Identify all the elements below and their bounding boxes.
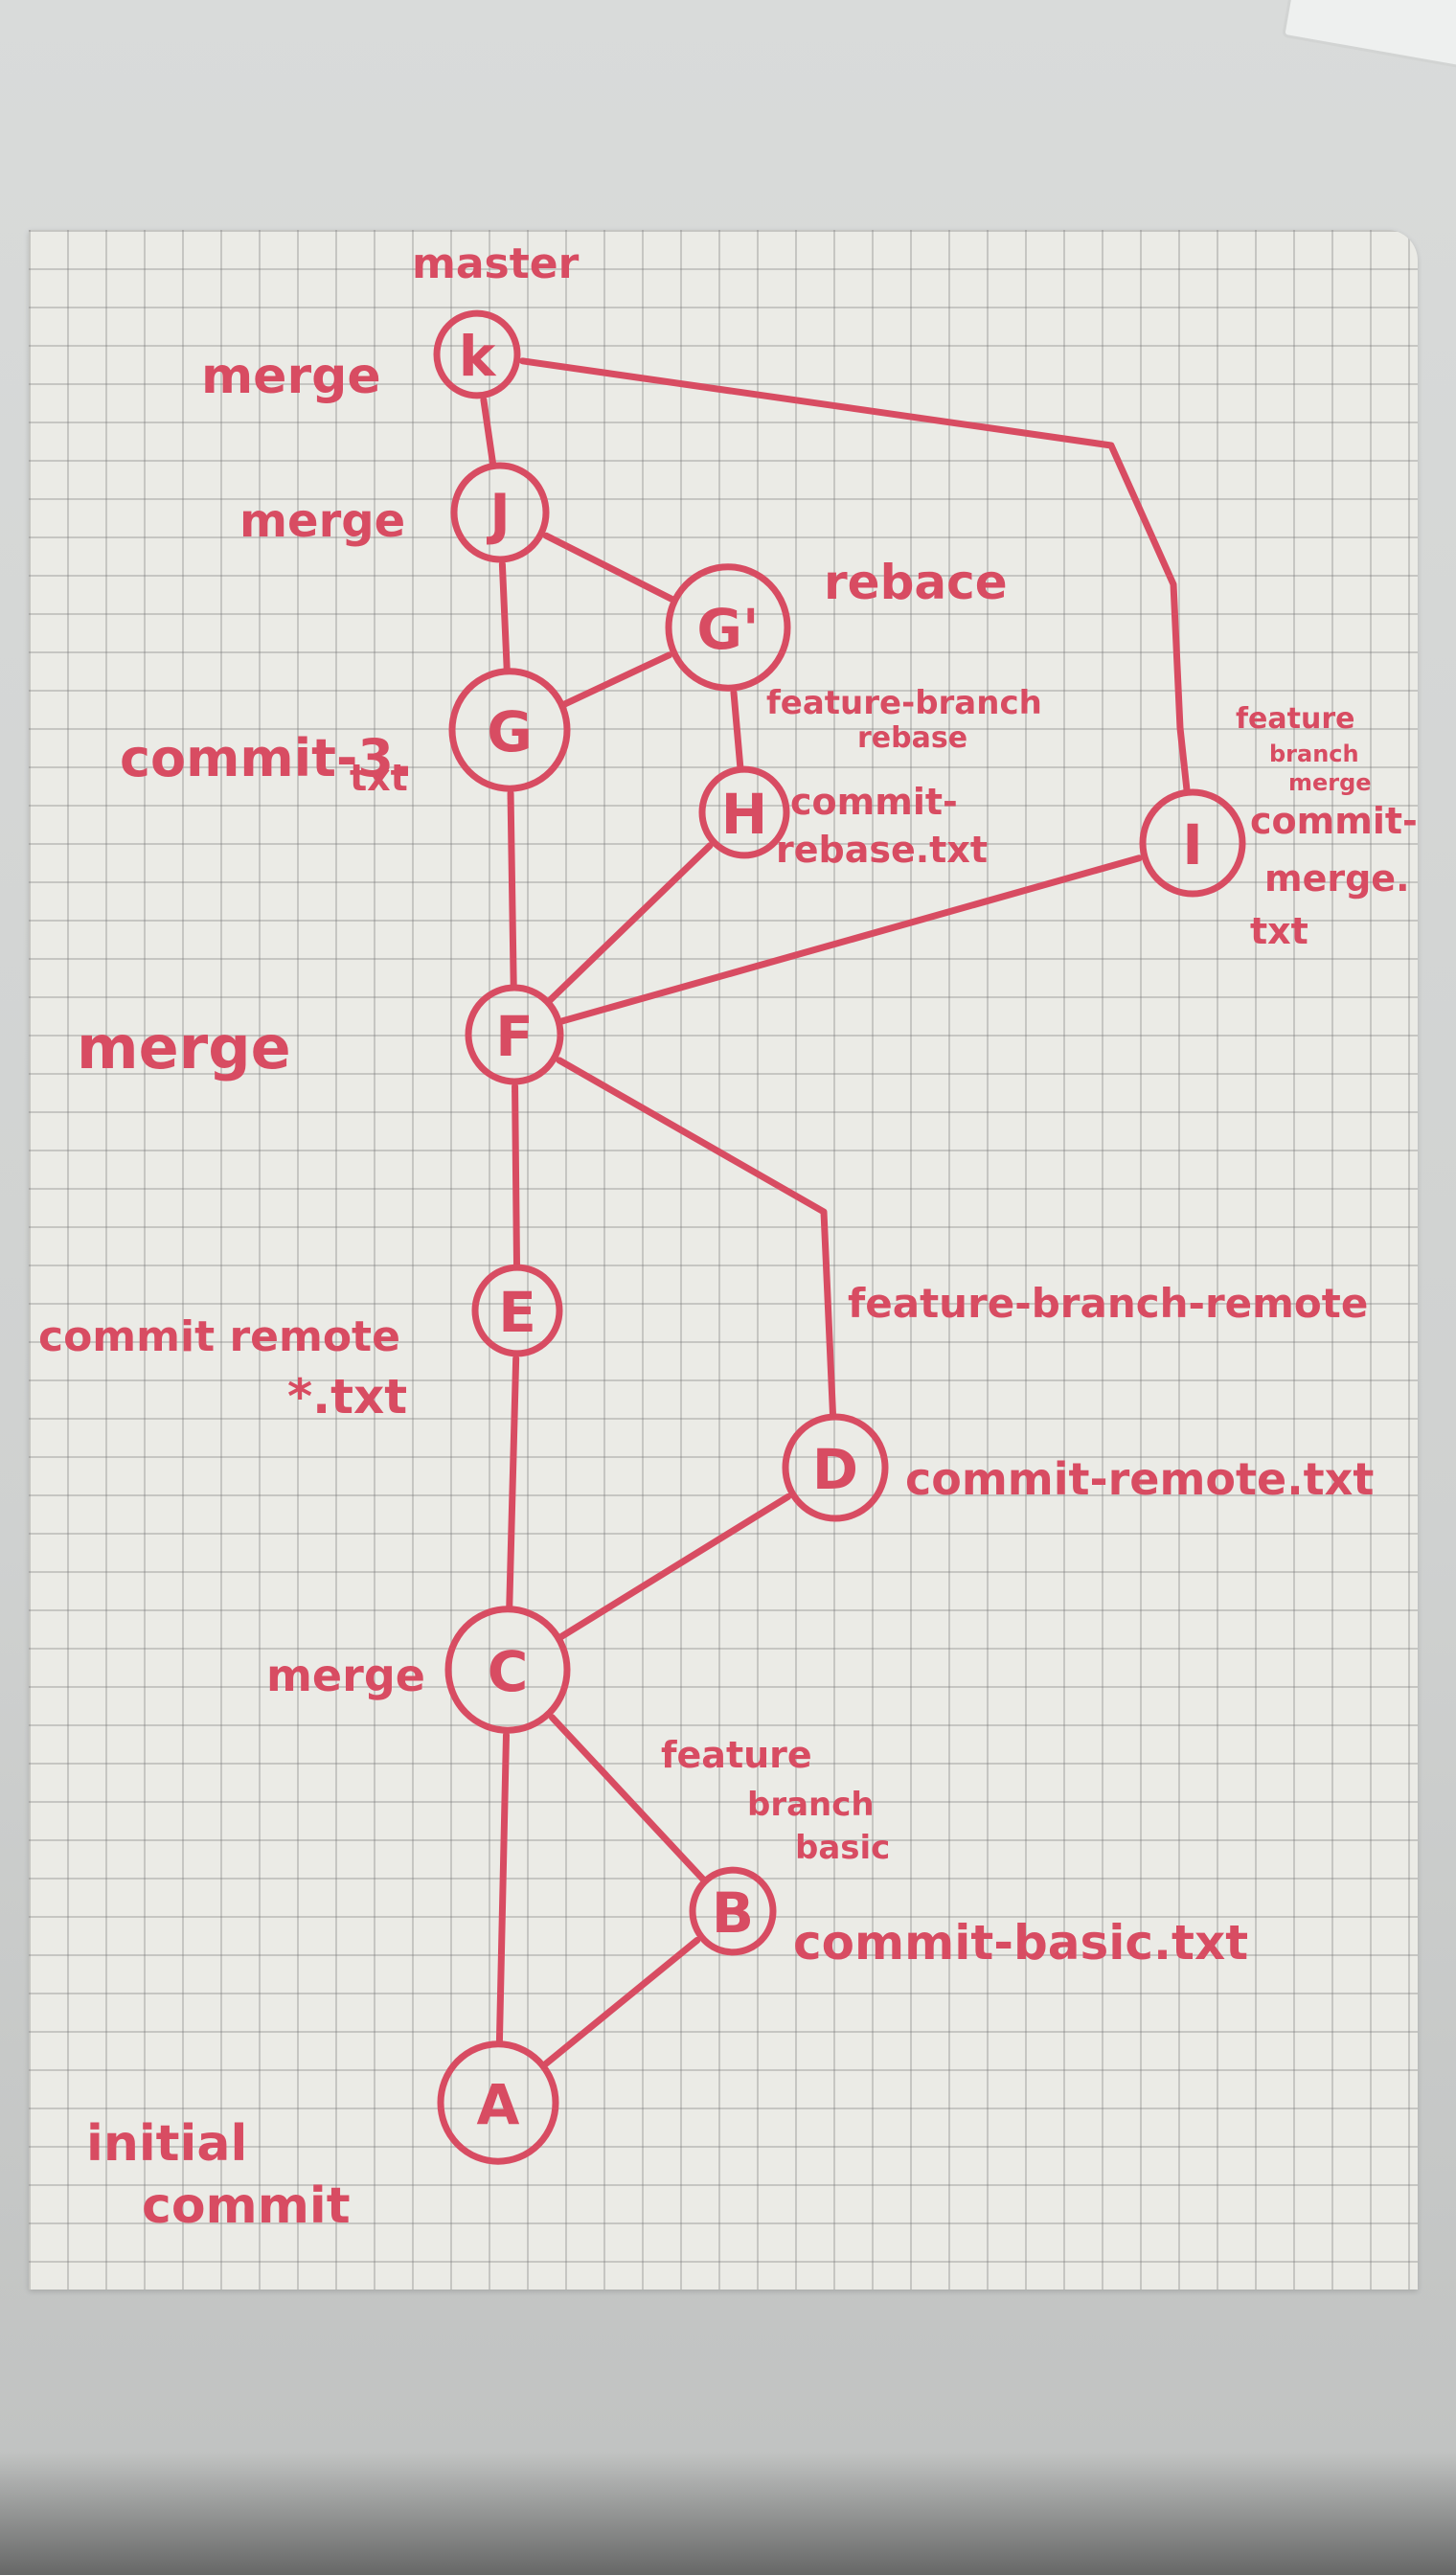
edge-j-to-k bbox=[480, 397, 497, 467]
commit-node-h: H bbox=[698, 765, 790, 859]
label-rebase: rebace bbox=[824, 555, 1008, 610]
label-initial-line1: initial bbox=[86, 2115, 247, 2173]
edges-layer bbox=[480, 357, 1191, 2068]
commit-node-i: I bbox=[1139, 788, 1246, 898]
label-commit-remote-d: commit-remote.txt bbox=[905, 1453, 1374, 1505]
label-commit-rebase-line2: rebase.txt bbox=[776, 829, 988, 871]
commit-node-j: J bbox=[450, 462, 550, 563]
commit-node-label: G bbox=[487, 699, 533, 764]
edge-a-to-b bbox=[542, 1936, 701, 2068]
label-commit-merge-line3: txt bbox=[1250, 910, 1308, 952]
commit-node-ring bbox=[698, 765, 790, 859]
edge-g-to-j bbox=[498, 560, 511, 672]
edge-f-to-g bbox=[507, 789, 517, 989]
edge-h-to-g2 bbox=[730, 689, 744, 770]
edge-e-to-f bbox=[512, 1082, 520, 1268]
commit-node-ring bbox=[665, 563, 791, 692]
commit-node-d: D bbox=[782, 1413, 889, 1522]
label-feature-merge-line1: feature bbox=[1236, 702, 1354, 736]
edge-d-to-f bbox=[556, 1057, 836, 1418]
label-master: master bbox=[412, 239, 580, 288]
commit-node-label: I bbox=[1182, 812, 1203, 877]
commit-node-label: H bbox=[721, 782, 768, 847]
commit-node-a: A bbox=[437, 2040, 559, 2165]
graph-paper-sheet bbox=[29, 230, 1418, 2290]
commit-node-label: E bbox=[498, 1280, 536, 1345]
nodes-layer: A B C D E F G H I G' Jk bbox=[433, 309, 1246, 2165]
commit-node-ring bbox=[1139, 788, 1246, 898]
commit-node-g: G bbox=[448, 668, 571, 792]
label-commit3-line2: txt bbox=[350, 757, 408, 799]
label-commit-remote-e-line2: *.txt bbox=[287, 1369, 407, 1424]
commit-node-k: k bbox=[433, 309, 521, 399]
edge-c-to-d bbox=[557, 1493, 792, 1640]
edge-b-to-c bbox=[548, 1714, 707, 1882]
commit-node-ring bbox=[689, 1866, 777, 1956]
edge-a-to-c bbox=[495, 1731, 510, 2045]
label-commit-merge-line1: commit- bbox=[1250, 800, 1418, 842]
commit-node-ring bbox=[444, 1606, 571, 1734]
label-feature-rebase-line1: feature-branch bbox=[766, 684, 1042, 722]
label-feature-branch-remote: feature-branch-remote bbox=[848, 1280, 1368, 1327]
annotations-layer: master merge merge rebace commit-3. txt … bbox=[38, 239, 1418, 2235]
commit-node-label: B bbox=[712, 1880, 754, 1946]
commit-node-label: G' bbox=[696, 597, 759, 662]
label-feature-rebase-line2: rebase bbox=[857, 721, 967, 755]
edge-g-to-g2 bbox=[561, 651, 672, 708]
commit-node-ring bbox=[465, 984, 564, 1085]
label-feature-merge-line3: merge bbox=[1288, 769, 1372, 796]
label-feature-basic-line3: basic bbox=[795, 1829, 890, 1867]
commit-node-label: J bbox=[486, 482, 511, 547]
desk-shadow bbox=[0, 2452, 1456, 2575]
commit-node-label: A bbox=[477, 2072, 520, 2137]
label-commit-merge-line2: merge. bbox=[1264, 857, 1410, 900]
label-commit-rebase-line1: commit- bbox=[790, 781, 958, 823]
commit-node-label: k bbox=[459, 324, 497, 389]
label-feature-merge-line2: branch bbox=[1269, 741, 1359, 767]
commit-node-ring bbox=[471, 1264, 563, 1357]
commit-node-label: D bbox=[812, 1437, 858, 1502]
label-initial-line2: commit bbox=[142, 2177, 351, 2235]
commit-node-f: F bbox=[465, 984, 564, 1085]
commit-node-label: C bbox=[488, 1639, 529, 1704]
commit-node-e: E bbox=[471, 1264, 563, 1357]
commit-node-c: C bbox=[444, 1606, 571, 1734]
label-commit3-line1: commit-3. bbox=[120, 728, 413, 788]
edge-i-to-k bbox=[519, 357, 1191, 793]
label-merge-j: merge bbox=[239, 494, 405, 548]
commit-node-label: F bbox=[495, 1004, 534, 1069]
edge-g2-to-j bbox=[542, 532, 675, 603]
commit-node-b: B bbox=[689, 1866, 777, 1956]
label-merge-f: merge bbox=[77, 1013, 291, 1082]
commit-node-ring bbox=[437, 2040, 559, 2165]
label-feature-basic-line1: feature bbox=[661, 1734, 812, 1776]
commit-node-ring bbox=[450, 462, 550, 563]
edge-f-to-i bbox=[558, 855, 1143, 1025]
commit-node-g2: G' bbox=[665, 563, 791, 692]
commit-node-ring bbox=[782, 1413, 889, 1522]
commit-node-ring bbox=[448, 668, 571, 792]
label-commit-remote-e-line1: commit remote bbox=[38, 1312, 400, 1361]
label-merge-c: merge bbox=[266, 1650, 425, 1701]
edge-c-to-e bbox=[506, 1355, 520, 1610]
commit-node-ring bbox=[433, 309, 521, 399]
label-commit-basic: commit-basic.txt bbox=[793, 1915, 1248, 1971]
label-merge-k: merge bbox=[201, 348, 381, 405]
label-feature-basic-line2: branch bbox=[747, 1786, 875, 1824]
edge-f-to-h bbox=[546, 842, 714, 1004]
